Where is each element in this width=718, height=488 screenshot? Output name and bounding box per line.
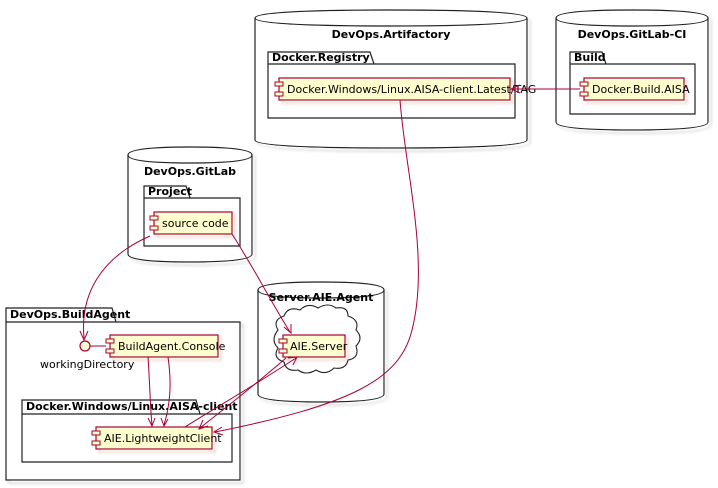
- package-title: Project: [148, 185, 192, 198]
- component-label: Docker.Windows/Linux.AISA-client.Latest/…: [287, 83, 536, 96]
- component-label: AIE.Server: [290, 340, 348, 353]
- component-label: Docker.Build.AISA: [592, 83, 690, 96]
- edge-console-to-client-a: [147, 356, 156, 428]
- edge-registry-to-client: [212, 99, 419, 436]
- edge-source-to-workingdir: [79, 235, 151, 342]
- edge-server-to-client: [198, 357, 287, 430]
- interface-working-directory: workingDirectory: [40, 340, 135, 371]
- database-title: DevOps.GitLab-CI: [578, 28, 687, 41]
- package-title: Docker.Registry: [272, 51, 370, 64]
- database-title: Server.AIE.Agent: [269, 291, 374, 304]
- package-title: Docker.Windows/Linux.AISA-client: [26, 400, 238, 413]
- edge-source-to-server: [231, 233, 292, 335]
- component-aie-server: AIE.Server: [278, 334, 348, 358]
- database-title: DevOps.GitLab: [144, 165, 236, 178]
- component-label: BuildAgent.Console: [118, 340, 226, 353]
- component-label: AIE.LightweightClient: [104, 432, 222, 445]
- database-title: DevOps.Artifactory: [332, 28, 451, 41]
- component-source-code: source code: [149, 211, 233, 235]
- interface-label: workingDirectory: [40, 358, 135, 371]
- component-docker-build: Docker.Build.AISA: [579, 77, 690, 101]
- package-title: Build: [574, 51, 606, 64]
- component-lightweight-client: AIE.LightweightClient: [91, 426, 222, 450]
- component-label: source code: [162, 217, 229, 230]
- edge-build-to-registry: [509, 84, 580, 94]
- component-registry-image: Docker.Windows/Linux.AISA-client.Latest/…: [274, 77, 536, 101]
- component-buildagent-console: BuildAgent.Console: [105, 334, 226, 358]
- package-title: DevOps.BuildAgent: [10, 308, 130, 321]
- edge-client-to-server: [184, 356, 298, 428]
- edge-console-to-client-b: [160, 356, 171, 428]
